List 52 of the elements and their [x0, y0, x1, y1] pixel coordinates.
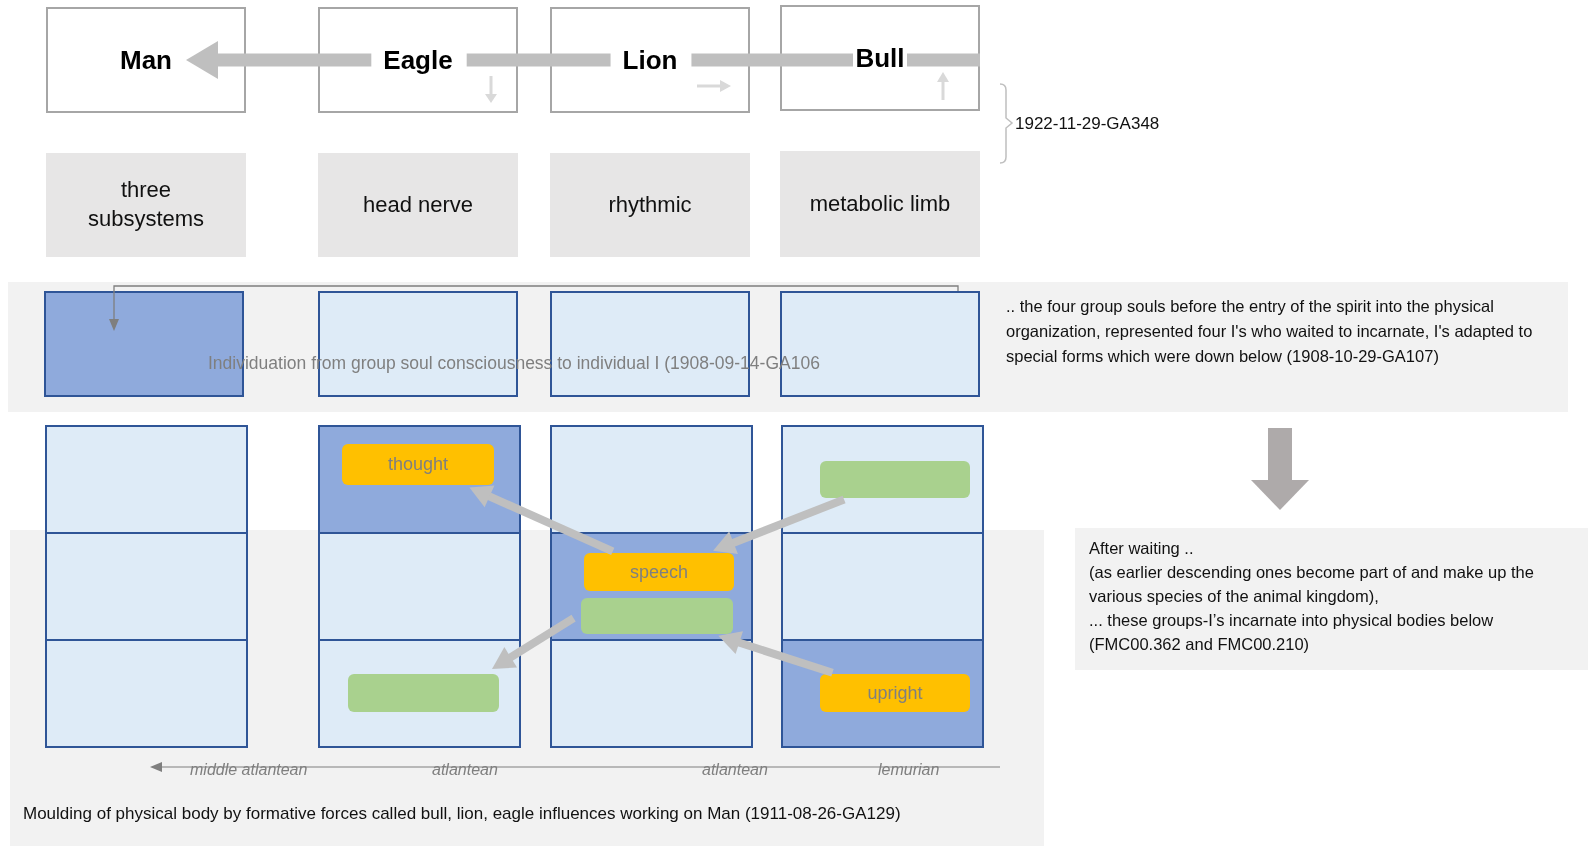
tag-pill: [581, 598, 733, 634]
subsystem-box: [318, 153, 518, 257]
background-band: [10, 530, 1044, 846]
animal-box: [318, 7, 518, 113]
arrow: [186, 41, 372, 79]
tag-label: thought: [387, 454, 449, 475]
node-label: rhythmic: [608, 190, 692, 219]
tag-pill: [820, 674, 970, 712]
grid-cell: [318, 425, 521, 534]
arrow: [492, 614, 576, 669]
grid-cell: [781, 532, 984, 641]
subsystem-box: [780, 151, 980, 257]
animal-box: [780, 5, 980, 111]
grid-cell: [45, 639, 248, 748]
grid-cell: [318, 639, 521, 748]
grid-cell: [550, 532, 753, 641]
grid-cell: [45, 425, 248, 534]
era-label: middle atlantean: [190, 761, 308, 779]
grid-cell: [550, 425, 753, 534]
arrow: [469, 485, 615, 556]
node-label: three subsystems: [86, 176, 206, 233]
era-label: lemurian: [878, 761, 940, 779]
tag-pill: [584, 553, 734, 591]
tag-pill: [348, 674, 499, 712]
band-text: .. the four group souls before the entry of the spirit into the physical organization, represented four I's who waited to incarnate, I's adapted to special forms which were down below (1908-10-29-GA107): [1006, 296, 1534, 367]
grid-cell: [781, 639, 984, 748]
animal-box: [46, 7, 246, 113]
subsystem-box: [550, 153, 750, 257]
band-text: Moulding of physical body by formative forces called bull, lion, eagle influences working on Man (1911-08-26-GA129): [23, 804, 901, 824]
grid-cell: [550, 639, 753, 748]
arrow: [713, 495, 846, 554]
subsystem-box: [46, 153, 246, 257]
node-label: metabolic limb: [809, 189, 951, 218]
tag-pill: [342, 444, 494, 485]
tag-pill: [820, 461, 970, 498]
arrow: [718, 631, 834, 677]
note-text: (as earlier descending ones become part of and make up the various species of the animal kingdom),: [1089, 562, 1535, 607]
note-text: After waiting ..: [1089, 538, 1195, 559]
grid-cell: [781, 425, 984, 534]
block-arrow: [1251, 428, 1309, 510]
grid-cell: [45, 532, 248, 641]
era-label: atlantean: [702, 761, 768, 779]
grid-cell: [318, 532, 521, 641]
note-text: ... these groups-I’s incarnate into physical bodies below (FMC00.362 and FMC00.210): [1089, 610, 1495, 655]
arrow: [109, 285, 959, 331]
era-label: atlantean: [432, 761, 498, 779]
node-label: head nerve: [362, 190, 474, 219]
reference-text: 1922-11-29-GA348: [1015, 114, 1160, 134]
tag-label: upright: [867, 682, 923, 704]
tag-label: speech: [629, 561, 688, 583]
animal-box: [550, 7, 750, 113]
background-band: [8, 282, 1568, 412]
